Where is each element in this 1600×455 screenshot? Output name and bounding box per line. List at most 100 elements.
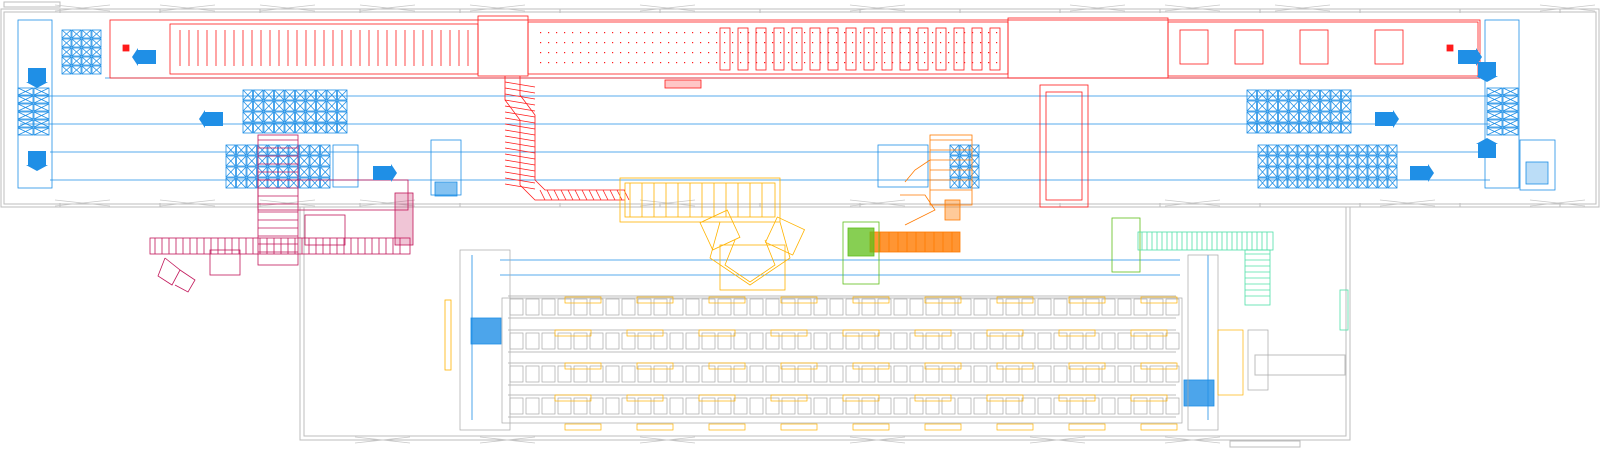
title-block-tab [3,1,61,8]
workstation [589,332,604,350]
storage-cell [284,89,295,101]
storage-cell [1307,166,1318,178]
cell-frame [1309,111,1320,123]
nozzle-dot [612,62,614,64]
cell-frame [267,144,278,156]
workstation [541,332,556,350]
cell-frame [1367,155,1378,167]
storage-cell [274,122,285,134]
nozzle-dot [796,62,798,64]
buffer-rack-d [1246,89,1352,134]
cell-frame [1341,89,1352,101]
cell-diagonal [33,103,50,112]
workstation [1021,332,1036,350]
nozzle-dot [932,62,934,64]
cell-diagonal [284,111,295,123]
storage-cell [1309,89,1320,101]
cell-frame [17,103,34,112]
storage-cell [91,56,102,66]
workstation [525,397,540,415]
storage-cell [1287,144,1298,156]
arrow-head [26,82,48,88]
storage-cell [81,29,92,39]
storage-cell [267,155,278,167]
storage-cell [257,144,268,156]
storage-cell [1486,127,1503,136]
agv-station [708,362,746,370]
nozzle-dot [956,52,958,54]
cell-frame [1327,144,1338,156]
cell-frame [242,89,253,101]
storage-cell [1277,155,1288,167]
arrow-body [1458,50,1476,64]
cell-diagonal [81,38,92,48]
chute-rib [595,189,602,201]
nozzle-dot [716,42,718,44]
workstation [557,298,572,316]
nozzle-dot [868,62,870,64]
cell-frame [61,56,72,66]
storage-cell [1257,89,1268,101]
workstation [861,397,876,415]
nozzle-dot [564,52,566,54]
cell-diagonal [1317,155,1328,167]
nozzle-dot [708,52,710,54]
nozzle-dot [716,32,718,34]
storage-cell [299,144,310,156]
cell-diagonal [305,122,316,134]
workstation [605,365,620,383]
cell-frame [1309,122,1320,134]
workstation [1037,365,1052,383]
cell-diagonal [61,47,72,57]
storage-cell [1347,166,1358,178]
storage-cell [1297,166,1308,178]
press-feeder [900,194,936,226]
nozzle-dot [820,32,822,34]
assembly-floor [501,297,1183,424]
second-lift-frame [1111,217,1141,273]
nozzle-dot [780,52,782,54]
elevator-car [434,181,458,197]
cell-frame [1502,87,1519,96]
storage-cell [1278,89,1289,101]
lower-left-station [470,317,502,345]
cell-frame [1486,103,1503,112]
nozzle-dot [860,42,862,44]
cell-frame [1341,100,1352,112]
transfer-platform-inner [624,182,776,218]
workstation [525,332,540,350]
nozzle-dot [964,52,966,54]
nozzle-dot [828,62,830,64]
buffer-conveyor [1137,231,1274,251]
workstation [909,332,924,350]
nozzle-dot [764,42,766,44]
storage-cell [1367,177,1378,189]
workstation [957,365,972,383]
agv-station [708,423,746,431]
nozzle-dot [772,62,774,64]
cell-diagonal [1337,155,1348,167]
cell-diagonal [1337,166,1348,178]
workstation [861,332,876,350]
nozzle-dot [804,62,806,64]
agv-station [1130,329,1168,337]
nozzle-dot [916,62,918,64]
green-lift-unit [842,217,1141,285]
chute-rib [539,189,546,201]
storage-cell [288,155,299,167]
cell-frame [1317,155,1328,167]
cell-frame [257,144,268,156]
storage-cell [1297,155,1308,167]
rotary-cell-inner [724,239,776,283]
nozzle-dot [860,52,862,54]
nozzle-dot [844,42,846,44]
storage-cell [225,155,236,167]
chute-rib [504,135,536,142]
cell-diagonal [17,103,34,112]
storage-cell [959,166,970,178]
workstation [1165,365,1180,383]
workstation [685,332,700,350]
cell-diagonal [253,89,264,101]
cell-frame [1246,100,1257,112]
